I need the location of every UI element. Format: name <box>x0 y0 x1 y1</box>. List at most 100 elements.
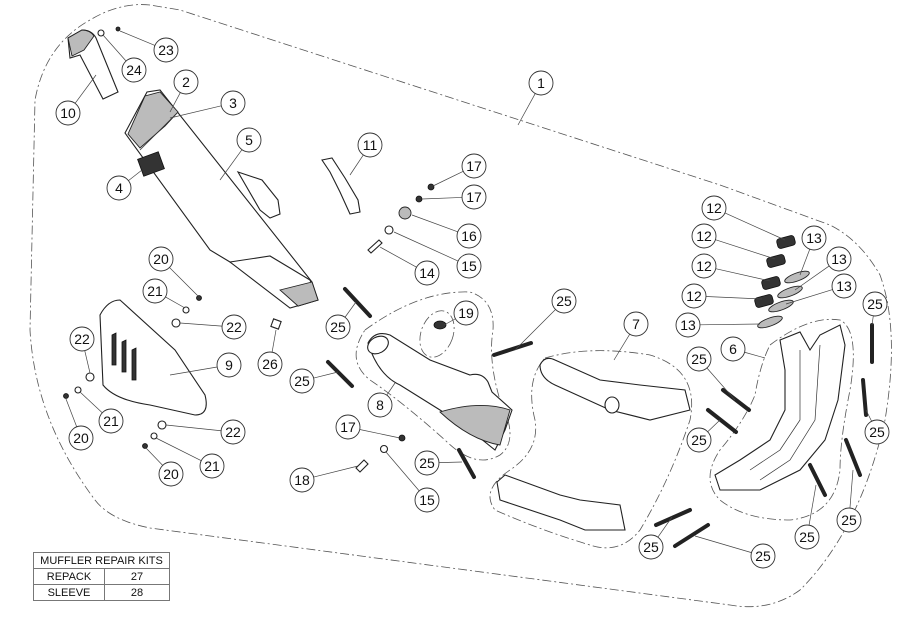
callout-5[interactable]: 5 <box>236 127 262 153</box>
callout-6[interactable]: 6 <box>720 336 746 362</box>
callout-24[interactable]: 24 <box>121 57 147 83</box>
gasket-12a-part <box>776 235 796 249</box>
muffler-repair-kits-table: MUFFLER REPAIR KITS REPACK 27 SLEEVE 28 <box>33 552 170 601</box>
callout-23[interactable]: 23 <box>153 37 179 63</box>
callout-21[interactable]: 21 <box>142 278 168 304</box>
callout-7[interactable]: 7 <box>623 311 649 337</box>
callout-16[interactable]: 16 <box>456 223 482 249</box>
kit-number: 28 <box>104 584 170 601</box>
callout-13[interactable]: 13 <box>831 273 857 299</box>
callout-circle <box>836 507 862 533</box>
callout-11[interactable]: 11 <box>357 132 383 158</box>
callout-13[interactable]: 13 <box>826 246 852 272</box>
screw-18-part <box>355 459 369 473</box>
callout-label: 14 <box>419 265 435 281</box>
callout-8[interactable]: 8 <box>367 392 393 418</box>
callout-circle <box>367 392 393 418</box>
callout-26[interactable]: 26 <box>257 351 283 377</box>
callout-3[interactable]: 3 <box>220 90 246 116</box>
callout-21[interactable]: 21 <box>199 453 225 479</box>
callout-label: 7 <box>632 316 640 332</box>
callout-25[interactable]: 25 <box>325 314 351 340</box>
callout-13[interactable]: 13 <box>675 312 701 338</box>
leader-line <box>514 309 556 351</box>
link-pipes-7-outline <box>489 350 692 549</box>
leader-lines <box>65 30 874 553</box>
callout-12[interactable]: 12 <box>701 195 727 221</box>
leader-line <box>219 149 243 181</box>
callout-circle <box>158 461 184 487</box>
callout-label: 10 <box>60 105 76 121</box>
callout-25[interactable]: 25 <box>836 507 862 533</box>
spring-part <box>706 408 738 434</box>
leader-line <box>657 516 673 538</box>
bolt-14-part <box>367 239 383 254</box>
callout-4[interactable]: 4 <box>106 175 132 201</box>
screw-20b-part <box>63 393 69 399</box>
callout-label: 1 <box>537 75 545 91</box>
spring-part <box>808 463 827 497</box>
callout-10[interactable]: 10 <box>55 100 81 126</box>
callout-25[interactable]: 25 <box>794 524 820 550</box>
callout-label: 4 <box>115 180 123 196</box>
callout-12[interactable]: 12 <box>691 253 717 279</box>
leader-line <box>155 437 202 461</box>
callout-circle <box>289 467 315 493</box>
callout-label: 25 <box>841 512 857 528</box>
callout-22[interactable]: 22 <box>221 314 247 340</box>
callout-25[interactable]: 25 <box>551 288 577 314</box>
callout-20[interactable]: 20 <box>68 425 94 451</box>
callout-20[interactable]: 20 <box>148 246 174 272</box>
leader-line <box>119 30 156 46</box>
callout-label: 22 <box>74 331 90 347</box>
leader-line <box>865 409 872 422</box>
screw-20c-part <box>142 443 148 449</box>
callout-1[interactable]: 1 <box>528 70 554 96</box>
callout-label: 25 <box>294 373 310 389</box>
callout-label: 15 <box>461 258 477 274</box>
callout-circle <box>55 100 81 126</box>
callout-20[interactable]: 20 <box>158 461 184 487</box>
leader-line <box>794 265 830 291</box>
callout-21[interactable]: 21 <box>98 408 124 434</box>
callout-9[interactable]: 9 <box>216 352 242 378</box>
callout-19[interactable]: 19 <box>453 300 479 326</box>
callout-15[interactable]: 15 <box>456 253 482 279</box>
callout-circle <box>551 288 577 314</box>
callout-label: 25 <box>691 351 707 367</box>
spring-part <box>326 360 354 388</box>
callout-12[interactable]: 12 <box>691 223 717 249</box>
callout-circle <box>153 37 179 63</box>
callout-18[interactable]: 18 <box>289 467 315 493</box>
callout-25[interactable]: 25 <box>750 543 776 569</box>
callout-label: 25 <box>691 432 707 448</box>
callout-25[interactable]: 25 <box>686 346 712 372</box>
callout-15[interactable]: 15 <box>414 487 440 513</box>
callout-25[interactable]: 25 <box>686 427 712 453</box>
leader-line <box>724 212 786 241</box>
clip-nut-26-part <box>270 318 282 330</box>
callout-22[interactable]: 22 <box>69 326 95 352</box>
header-6-part <box>714 324 846 491</box>
callout-17[interactable]: 17 <box>461 184 487 210</box>
kit-table-row: REPACK 27 <box>33 568 170 585</box>
callout-25[interactable]: 25 <box>414 450 440 476</box>
callout-12[interactable]: 12 <box>681 283 707 309</box>
callout-17[interactable]: 17 <box>335 414 361 440</box>
pipe-port <box>604 396 620 414</box>
callout-22[interactable]: 22 <box>220 419 246 445</box>
callout-2[interactable]: 2 <box>173 69 199 95</box>
callout-circle <box>236 127 262 153</box>
callout-25[interactable]: 25 <box>289 368 315 394</box>
callout-25[interactable]: 25 <box>862 291 888 317</box>
callout-17[interactable]: 17 <box>461 153 487 179</box>
callout-circle <box>638 534 664 560</box>
callout-25[interactable]: 25 <box>638 534 664 560</box>
callout-13[interactable]: 13 <box>801 225 827 251</box>
callout-25[interactable]: 25 <box>864 419 890 445</box>
callout-14[interactable]: 14 <box>414 260 440 286</box>
leader-line <box>707 419 721 432</box>
callout-label: 26 <box>262 356 278 372</box>
